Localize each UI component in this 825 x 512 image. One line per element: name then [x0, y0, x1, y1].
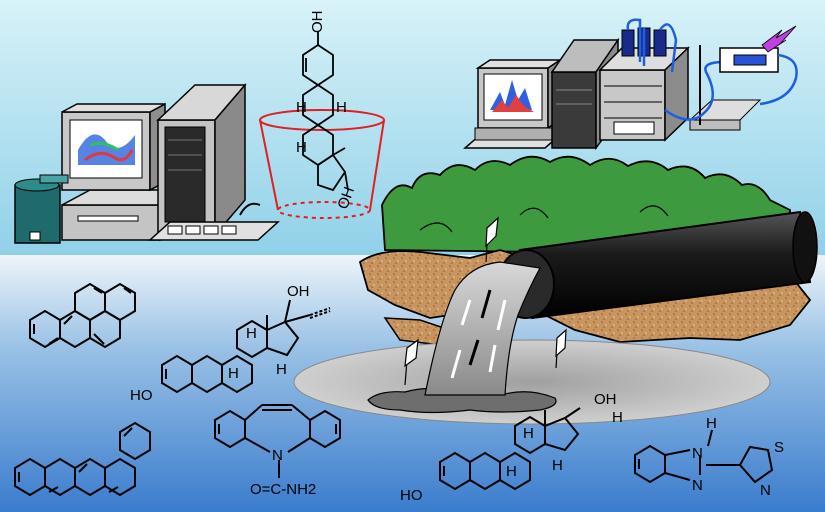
pah-structure-1	[29, 282, 136, 349]
cup-h-label-a: H	[296, 99, 307, 116]
cup-oh-bottom-label: OH	[334, 185, 358, 212]
steroid-in-cup	[302, 32, 349, 192]
cup-h-label-b: H	[336, 99, 347, 116]
ethinylestradiol-structure	[161, 299, 331, 394]
flag-icons	[404, 216, 567, 386]
carbamazepine-amide-label: O=C-NH2	[250, 481, 316, 498]
thiabendazole-h-label: H	[706, 415, 717, 432]
estradiol-h-label-2: H	[523, 425, 534, 442]
thiazole-n-label: N	[760, 482, 771, 499]
thiazole-s-label: S	[774, 439, 784, 456]
estradiol-oh-label: OH	[594, 391, 617, 408]
contaminated-pool	[293, 339, 771, 425]
ethinyl-h-label-1: H	[246, 325, 257, 342]
ethinyl-h-label-3: H	[276, 361, 287, 378]
estradiol-h-label-3: H	[506, 463, 517, 480]
thiabendazole-structure	[634, 429, 774, 484]
carbamazepine-n-label: N	[272, 447, 283, 464]
carbamazepine-structure	[214, 404, 341, 478]
ethinyl-ho-label: HO	[130, 387, 153, 404]
computer-right	[462, 18, 798, 151]
pah-structure-2	[14, 421, 151, 497]
cyclodextrin-cup	[259, 109, 385, 219]
estradiol-h-label-4: H	[552, 457, 563, 474]
thiabendazole-nh-label: N	[692, 445, 703, 462]
ethinyl-oh-label: OH	[287, 283, 310, 300]
estradiol-structure	[439, 407, 581, 491]
thiabendazole-n-label: N	[692, 477, 703, 494]
wastewater-stream	[424, 261, 541, 396]
estradiol-h-label-top: H	[612, 409, 623, 426]
pool-splash	[367, 387, 557, 414]
cup-oh-top-label: OH	[309, 11, 326, 34]
computer-left	[14, 82, 280, 244]
ethinyl-h-label-2: H	[228, 365, 239, 382]
estradiol-ho-label: HO	[400, 487, 423, 504]
cup-h-label-c: H	[296, 139, 307, 156]
